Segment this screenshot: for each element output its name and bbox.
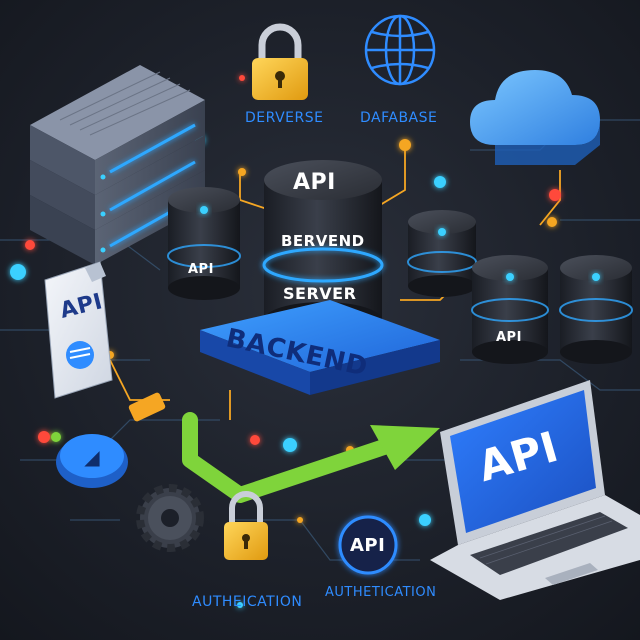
bervend-label: BERVEND: [281, 232, 365, 250]
connector-icon: [128, 392, 166, 422]
database-icon: [167, 187, 241, 300]
document-icon: [44, 261, 113, 399]
authentication-left-label: AUTHEICATION: [192, 594, 303, 610]
api-right-db-label: API: [496, 330, 522, 345]
gear-icon: [136, 484, 204, 552]
database-label: DAFABASE: [360, 110, 438, 126]
api-badge-icon: [338, 515, 398, 575]
api-badge-label: API: [350, 535, 386, 556]
server-rack-icon: [30, 65, 205, 265]
api-top-label: API: [293, 170, 336, 195]
laptop-icon: [430, 380, 640, 600]
api-left-db-label: API: [188, 262, 214, 277]
lock-icon: [252, 23, 308, 100]
backend-platform: [200, 300, 440, 395]
database-icon: [559, 255, 633, 364]
cloud-icon: [470, 70, 600, 165]
authentication-right-label: AUTHETICATION: [325, 585, 437, 600]
globe-icon: [364, 14, 436, 86]
server-label: SERVER: [283, 284, 357, 303]
deploy-label: DERVERSE: [245, 110, 324, 126]
blue-puck-icon: ◢: [56, 434, 128, 488]
database-icon: [407, 210, 477, 297]
database-icon: [471, 255, 549, 364]
arrow-icon: [182, 412, 440, 503]
svg-text:◢: ◢: [84, 445, 100, 469]
lock-icon: [224, 491, 268, 560]
